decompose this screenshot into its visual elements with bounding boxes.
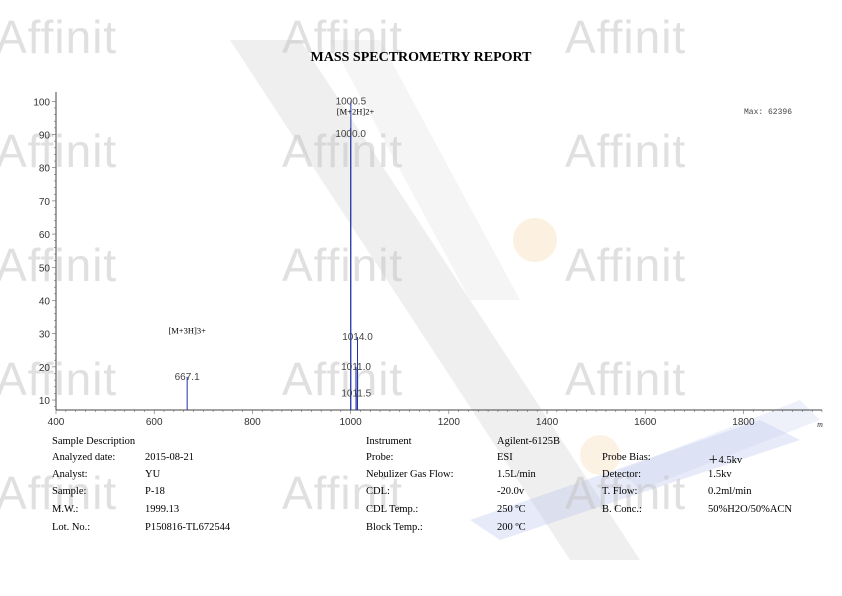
- settings-value: ＋4.5kv: [708, 455, 743, 466]
- y-tick-label: 90: [39, 131, 51, 142]
- y-tick-label: 30: [39, 330, 51, 341]
- x-tick-label: 800: [244, 417, 261, 428]
- y-tick-label: 20: [39, 363, 51, 374]
- y-tick-label: 10: [39, 396, 51, 407]
- instrument-label: Nebulizer Gas Flow:: [366, 469, 454, 480]
- peak-label: 1014.0: [342, 332, 373, 343]
- peak-annotation: [M+2H]2+: [337, 107, 375, 117]
- sample-value: YU: [145, 469, 161, 480]
- sample-value: P150816-TL672544: [145, 522, 231, 533]
- y-tick-label: 60: [39, 230, 51, 241]
- y-tick-label: 40: [39, 296, 51, 307]
- y-tick-label: 70: [39, 197, 51, 208]
- sample-label: Sample:: [52, 486, 87, 497]
- instrument-label: CDL:: [366, 486, 390, 497]
- sample-label: Analyst:: [52, 469, 88, 480]
- peak-label: 1000.0: [335, 129, 366, 140]
- instrument-value: -20.0v: [497, 486, 525, 497]
- instrument-header-label: Instrument: [366, 436, 412, 447]
- max-intensity-label: Max: 62396: [744, 108, 792, 117]
- x-tick-label: 1800: [732, 417, 755, 428]
- settings-label: Detector:: [602, 469, 642, 480]
- instrument-value: 250 ºC: [497, 504, 526, 515]
- settings-label: Probe Bias:: [602, 452, 651, 463]
- sample-label: Analyzed date:: [52, 452, 116, 463]
- settings-value: 0.2ml/min: [708, 486, 752, 497]
- settings-label: B. Conc.:: [602, 504, 642, 515]
- peak-label: 1011.0: [341, 362, 371, 373]
- settings-label: T. Flow:: [602, 486, 638, 497]
- settings-value: 50%H2O/50%ACN: [708, 504, 792, 515]
- mass-spectrum-chart: 10 20 30 40 50 60 70 80 90 100 400 600 800 1000 1200 14…: [33, 92, 823, 429]
- sample-value: P-18: [145, 486, 165, 497]
- sample-description-header: Sample Description: [52, 436, 136, 447]
- x-tick-label: 1600: [634, 417, 657, 428]
- instrument-label: Block Temp.:: [366, 522, 423, 533]
- x-axis-unit-label: m: [817, 420, 823, 429]
- peak-annotation: [M+3H]3+: [168, 326, 206, 336]
- peak-label: 667.1: [175, 372, 200, 383]
- y-tick-label: 50: [39, 263, 51, 274]
- instrument-value: ESI: [497, 452, 513, 463]
- instrument-label: Probe:: [366, 452, 394, 463]
- x-tick-label: 1200: [438, 417, 461, 428]
- y-tick-label: 100: [33, 97, 50, 108]
- instrument-label: CDL Temp.:: [366, 504, 419, 515]
- sample-value: 2015-08-21: [145, 452, 194, 463]
- settings-value: 1.5kv: [708, 469, 732, 480]
- x-tick-label: 600: [146, 417, 163, 428]
- instrument-value: 1.5L/min: [497, 469, 536, 480]
- peak-label: 1011.5: [341, 388, 371, 399]
- x-tick-label: 1000: [339, 417, 362, 428]
- instrument-value: 200 ºC: [497, 522, 526, 533]
- x-tick-label: 400: [48, 417, 65, 428]
- report-title: MASS SPECTROMETRY REPORT: [310, 50, 532, 65]
- peak-label: 1000.5: [336, 96, 367, 107]
- sample-label: Lot. No.:: [52, 522, 91, 533]
- x-tick-label: 1400: [536, 417, 559, 428]
- y-tick-label: 80: [39, 164, 51, 175]
- sample-label: M.W.:: [52, 504, 79, 515]
- instrument-header-value: Agilent-6125B: [497, 436, 560, 447]
- sample-value: 1999.13: [145, 504, 180, 515]
